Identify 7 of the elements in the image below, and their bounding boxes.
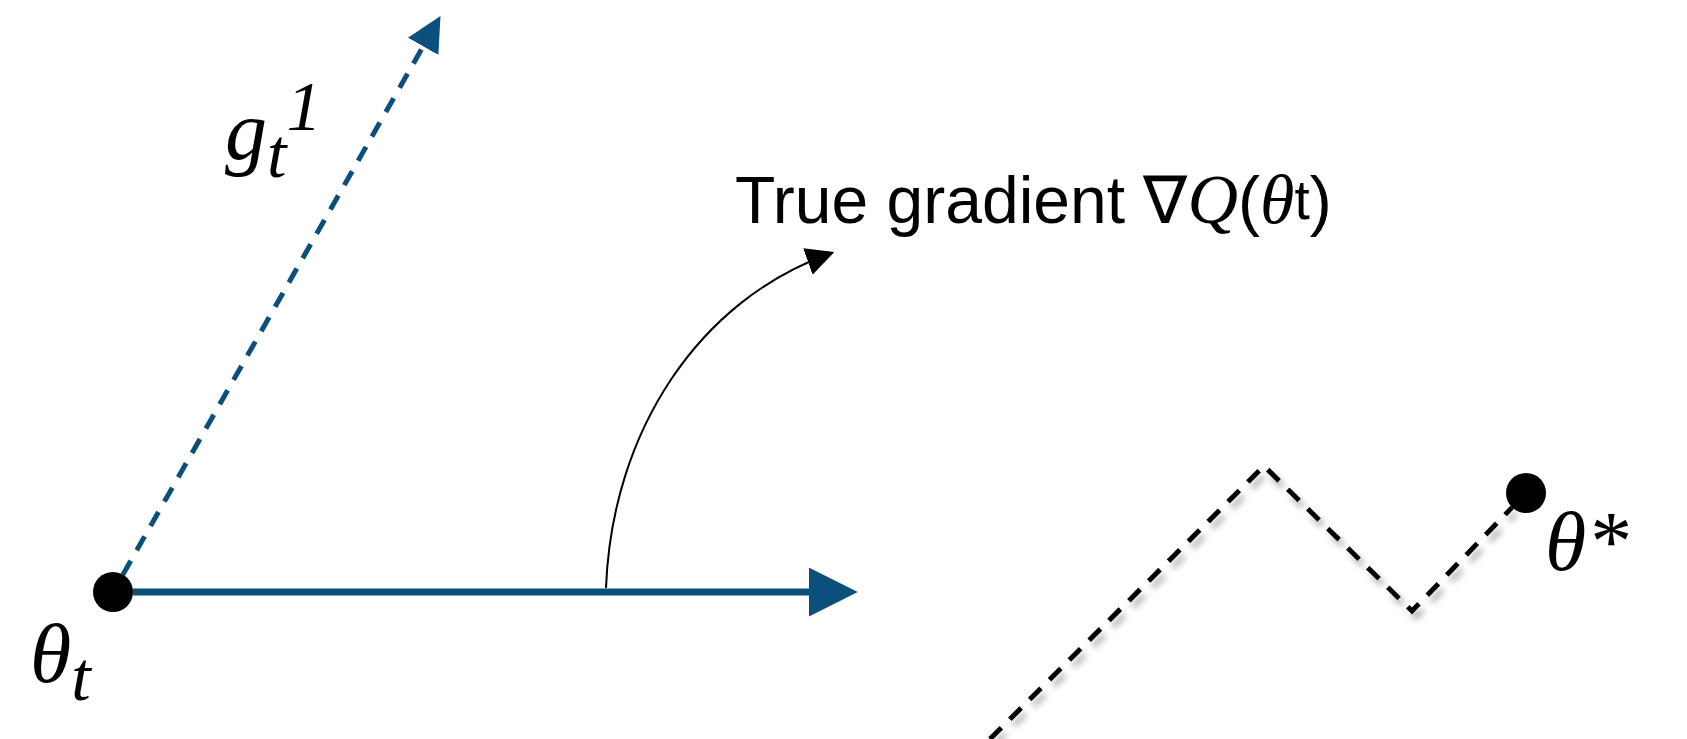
arrow — [120, 15, 441, 576]
arrow — [133, 567, 858, 617]
leader-line — [605, 249, 835, 589]
point-marker — [1506, 473, 1546, 513]
point-label: θ$_{t}$ — [30, 612, 91, 712]
point-marker — [93, 572, 133, 612]
point-label: θ* — [1545, 500, 1629, 584]
